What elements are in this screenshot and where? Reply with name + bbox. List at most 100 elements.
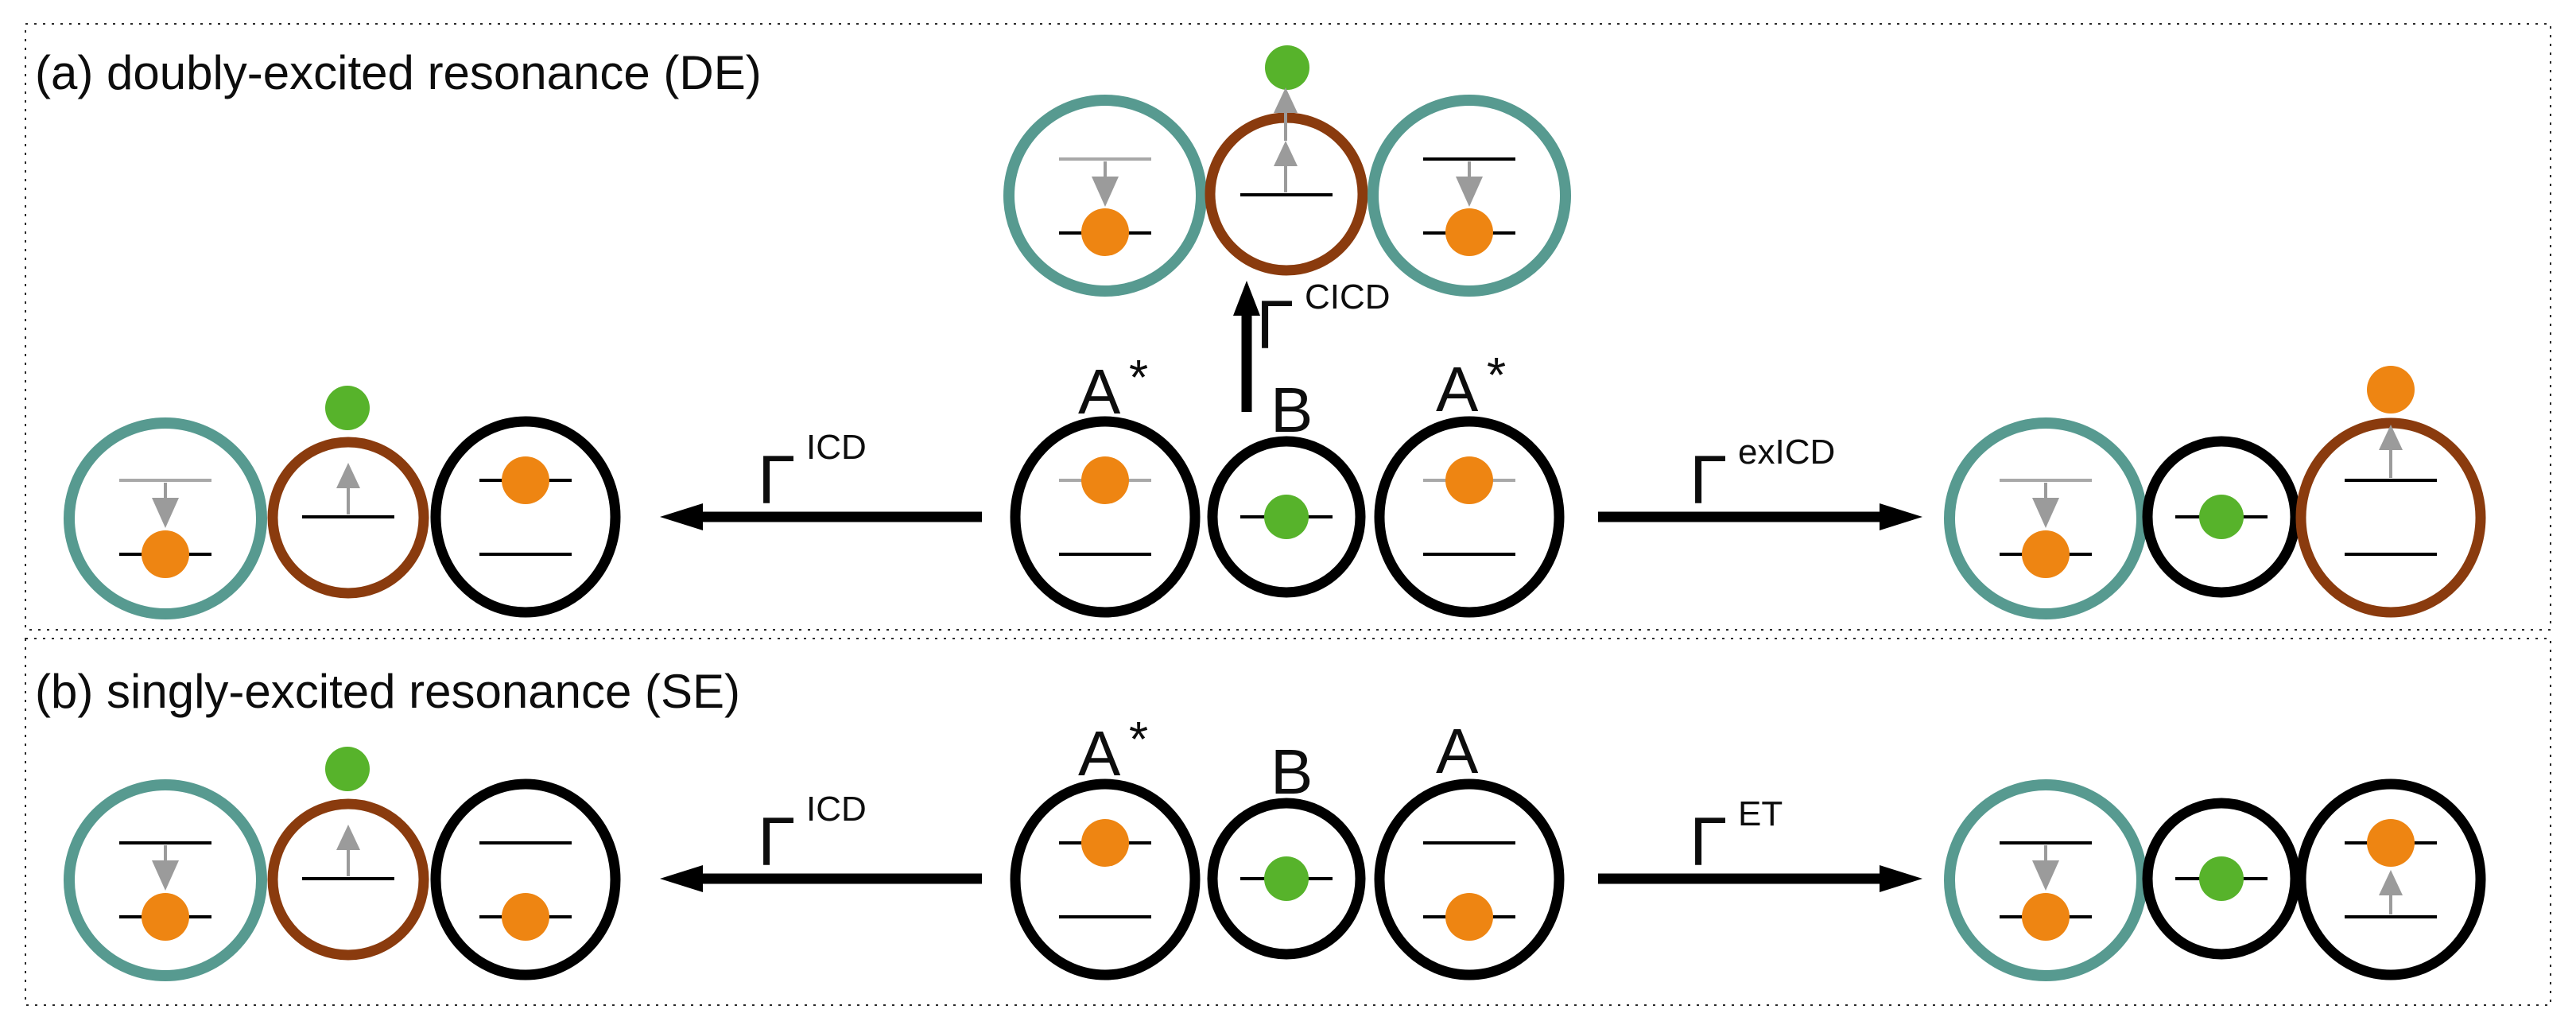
teal-circle: [1003, 95, 1207, 297]
arrow-shaft: [698, 873, 982, 884]
black-circle: [2142, 798, 2301, 960]
gamma-icd-arrow-a: Γ ICD: [660, 428, 982, 530]
relax-arrow-head-icon: [2032, 860, 2059, 891]
green-electron-icon: [1264, 856, 1309, 901]
atom-label-a-star-left: A: [1078, 356, 1121, 427]
orange-electron-icon: [142, 530, 189, 578]
excite-arrow-head-icon: [2379, 870, 2403, 895]
panel-b-et-products: [1944, 778, 2486, 981]
teal-circle: [1944, 417, 2147, 619]
atom-b-neutral: [1207, 436, 1366, 598]
atom-a-relaxed-teal: [1944, 417, 2147, 619]
panel-b-icd-products: [64, 747, 621, 981]
eject-arrow-head-icon: [336, 463, 360, 488]
brown-circle: [2295, 417, 2486, 618]
gamma-cicd-arrow: Γ CICD: [1233, 278, 1391, 412]
eject-arrow-head-2-icon: [1274, 87, 1298, 113]
orange-electron-icon: [1445, 893, 1493, 941]
gamma-superscript: exICD: [1738, 433, 1835, 472]
panel-b-initial-state: A * B A: [1010, 712, 1565, 980]
relax-arrow-head-icon: [1092, 177, 1119, 207]
eject-arrow-head-icon: [1274, 141, 1298, 166]
brown-circle: [267, 437, 429, 599]
panel-a-title: (a) doubly-excited resonance (DE): [35, 46, 762, 99]
black-circle: [2142, 436, 2301, 598]
atom-a-relaxed-teal: [64, 417, 267, 619]
atom-label-a-star-right: A: [1436, 354, 1479, 425]
arrow-shaft: [1241, 313, 1252, 412]
gamma-exicd-arrow: Γ exICD: [1598, 433, 1922, 530]
teal-circle: [1944, 779, 2147, 981]
black-circle: [430, 778, 621, 980]
atom-a-ground: [1374, 778, 1565, 980]
orange-electron-icon: [1445, 208, 1493, 256]
atom-b-ionized-brown: [1205, 45, 1368, 276]
panel-b-border: [25, 638, 2551, 1006]
atom-a-ionized-brown: [2295, 366, 2486, 618]
gamma-symbol: Γ: [1690, 442, 1727, 518]
gamma-et-arrow: Γ ET: [1598, 794, 1922, 892]
gamma-icd-arrow-b: Γ ICD: [660, 790, 982, 892]
orange-electron-icon: [1445, 456, 1493, 504]
orange-electron-icon: [142, 893, 189, 941]
orange-electron-icon: [2022, 893, 2070, 941]
gamma-symbol: Γ: [1690, 804, 1727, 880]
gamma-symbol: Γ: [758, 804, 795, 880]
black-circle: [430, 416, 621, 618]
arrow-head-right-icon: [1880, 503, 1922, 530]
arrow-shaft: [1598, 873, 1882, 884]
panel-a-cicd-products: [1003, 45, 1571, 297]
atom-a-relaxed-teal: [64, 779, 267, 981]
ejected-orange-electron-icon: [2367, 366, 2415, 413]
brown-circle: [267, 798, 429, 961]
gamma-symbol: Γ: [1256, 287, 1294, 363]
arrow-shaft: [1598, 511, 1882, 522]
panel-a-initial-state: A * B A *: [1010, 348, 1565, 618]
green-electron-icon: [1264, 495, 1309, 539]
relax-arrow-head-icon: [152, 860, 179, 891]
gamma-superscript: ICD: [806, 428, 867, 467]
panel-b-title: (b) singly-excited resonance (SE): [35, 665, 740, 718]
teal-circle: [64, 779, 267, 981]
ejected-green-electron-icon: [325, 747, 370, 791]
atom-a-star-left: [1010, 416, 1201, 618]
ejected-green-electron-icon: [325, 386, 370, 430]
black-circle: [1010, 416, 1201, 618]
arrow-head-right-icon: [1880, 865, 1922, 892]
ejected-green-electron-icon: [1265, 45, 1309, 90]
atom-a-ground-black: [430, 778, 621, 980]
orange-electron-icon: [502, 456, 549, 504]
atom-label-a: A: [1436, 716, 1479, 786]
atom-a-still-excited-black: [430, 416, 621, 618]
atom-a-relaxed-teal-right: [1368, 95, 1571, 297]
atom-a-star-right: [1374, 416, 1565, 618]
orange-electron-icon: [2367, 819, 2415, 867]
eject-arrow-head-icon: [336, 825, 360, 850]
atom-label-a-star-right-sup: *: [1487, 348, 1506, 403]
atom-b-ionized-brown: [267, 386, 429, 599]
black-circle: [1374, 778, 1565, 980]
arrow-head-up-icon: [1233, 281, 1260, 316]
black-circle: [2295, 778, 2486, 980]
black-circle: [1010, 778, 1201, 980]
arrow-shaft: [698, 511, 982, 522]
panel-b: (b) singly-excited resonance (SE): [25, 638, 2551, 1006]
green-electron-icon: [2199, 495, 2244, 539]
relax-arrow-head-icon: [2032, 498, 2059, 528]
orange-electron-icon: [1081, 456, 1129, 504]
relax-arrow-head-icon: [1456, 177, 1483, 207]
atom-a-relaxed-teal: [1944, 779, 2147, 981]
relax-arrow-head-icon: [152, 498, 179, 528]
black-circle: [1207, 436, 1366, 598]
orange-electron-icon: [1081, 819, 1129, 867]
panel-a-exicd-products: [1944, 366, 2486, 619]
gamma-superscript: ET: [1738, 794, 1783, 833]
panel-a: (a) doubly-excited resonance (DE): [25, 23, 2551, 631]
panel-a-icd-products: [64, 386, 621, 619]
orange-electron-icon: [2022, 530, 2070, 578]
teal-circle: [1368, 95, 1571, 297]
gamma-superscript: CICD: [1305, 278, 1391, 316]
atom-label-a-star-left-sup: *: [1129, 351, 1148, 406]
atom-b-neutral-black: [2142, 798, 2301, 960]
